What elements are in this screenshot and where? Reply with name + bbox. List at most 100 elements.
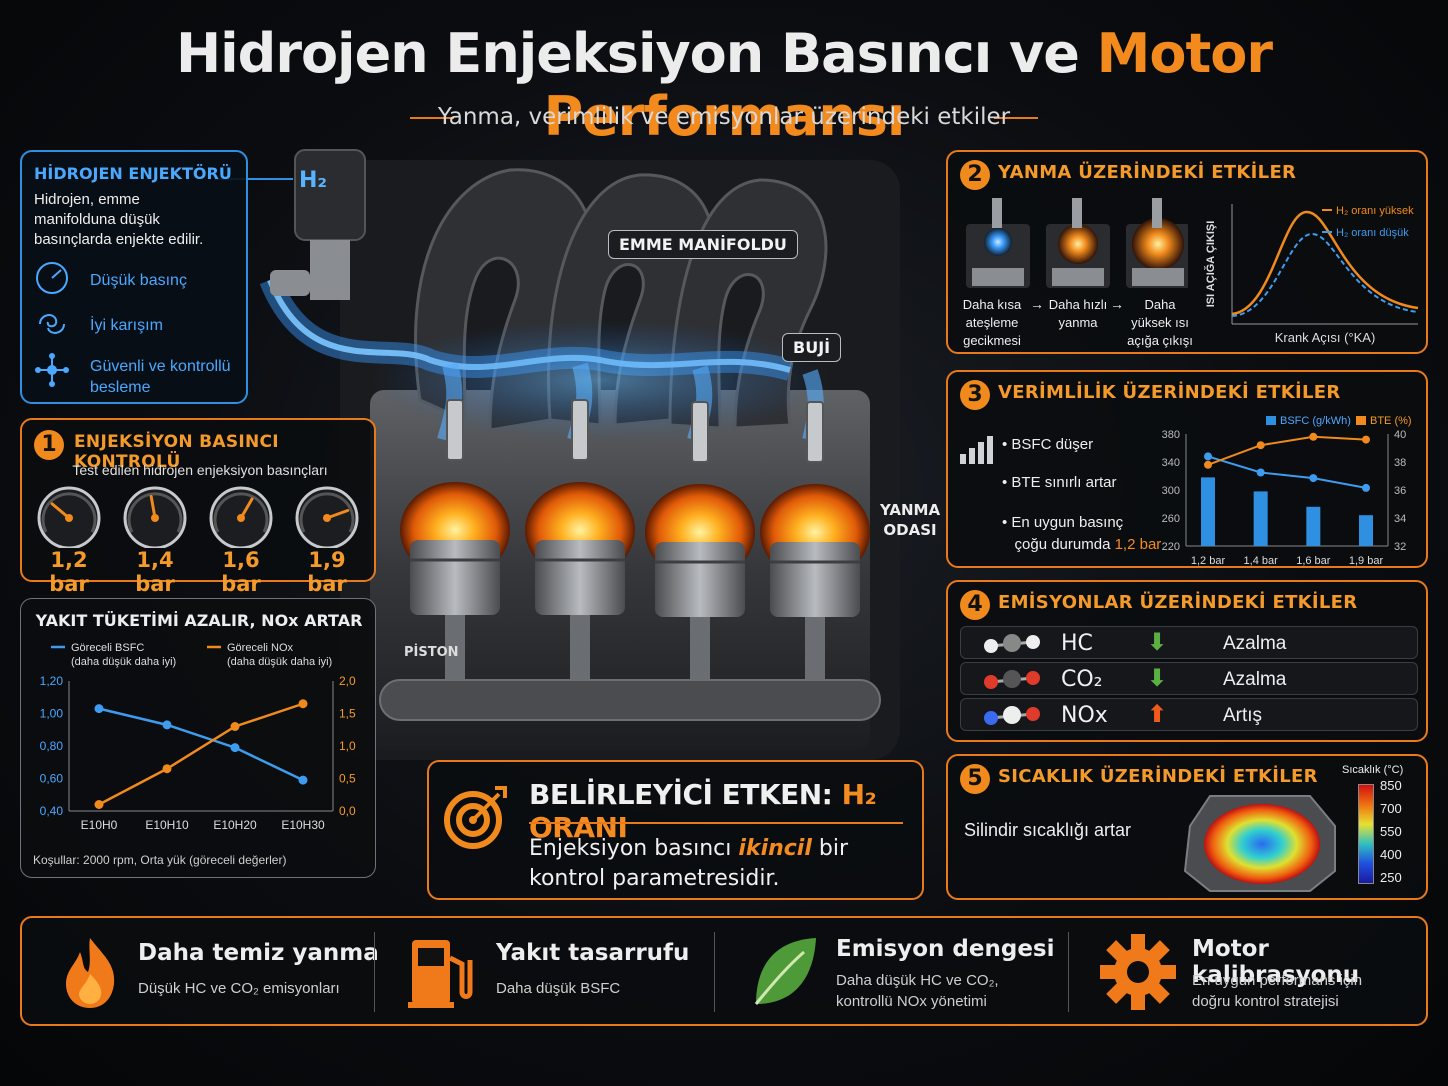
x-tick: E10H30 — [281, 818, 325, 832]
y-axis-label: ISI AÇIĞA ÇIKIŞI — [1204, 221, 1217, 308]
efficiency-bullet-1-text: BSFC düşer — [1011, 436, 1094, 453]
panel-number-1: 1 — [34, 430, 64, 460]
panel-number-5: 5 — [960, 764, 990, 794]
pressure-gauge-icon — [209, 486, 273, 548]
y-tick-right: 40 — [1394, 429, 1406, 441]
series-line-high — [1231, 210, 1419, 316]
summary-2-title: Yakıt tasarrufu — [496, 940, 690, 966]
summary-4-title: Motor kalibrasyonu — [1192, 936, 1360, 988]
key-factor-text-3: bir — [811, 836, 849, 861]
crankshaft — [379, 679, 881, 721]
injector-item-pressure: Düşük basınç — [90, 272, 187, 289]
panel-number-2: 2 — [960, 160, 990, 190]
subtitle-rule — [410, 117, 1038, 119]
data-point — [230, 722, 240, 731]
pressure-panel: 1 ENJEKSİYON BASINCI KONTROLÜ Test edile… — [20, 418, 376, 596]
summary-bar: Daha temiz yanma Düşük HC ve CO₂ emisyon… — [20, 916, 1428, 1026]
legend-label: Göreceli BSFC — [71, 642, 144, 654]
emission-name: NOx — [1061, 703, 1108, 728]
injector-desc: Hidrojen, emme manifolduna düşük basınçl… — [34, 191, 204, 248]
summary-1-title: Daha temiz yanma — [138, 940, 379, 966]
y-tick-right: 1,0 — [339, 739, 356, 753]
y-tick-right: 32 — [1394, 541, 1406, 553]
bar — [1201, 477, 1215, 546]
y-tick-right: 36 — [1394, 485, 1406, 497]
pressure-value: 1,2 bar — [49, 548, 89, 596]
efficiency-bullet-3: • En uygun basınç çoğu durumda 1,2 bar — [1002, 514, 1162, 553]
arrow-down-icon: ⬇ — [1147, 628, 1168, 656]
emission-row: NOx⬆Artış — [960, 698, 1418, 731]
bsfc-nox-chart: Göreceli BSFC(daha düşük daha iyi)Görece… — [40, 642, 356, 832]
molecule-icon — [984, 670, 1040, 689]
combustion-step-1: Daha kısa ateşleme gecikmesi — [962, 297, 1022, 348]
x-tick: 1,6 bar — [1296, 555, 1331, 566]
arrow-right-icon: → — [1030, 296, 1044, 312]
key-factor-text-1: Enjeksiyon basıncı — [529, 836, 739, 861]
emission-row: CO₂⬇Azalma — [960, 662, 1418, 695]
y-tick-right: 1,5 — [339, 707, 356, 721]
data-point — [298, 699, 308, 709]
y-tick-left: 300 — [1162, 485, 1180, 497]
y-tick-left: 380 — [1162, 429, 1180, 441]
key-factor-title-1: BELİRLEYİCİ ETKEN: — [529, 778, 842, 811]
gauge-icon — [36, 262, 68, 294]
emission-name: HC — [1061, 631, 1093, 656]
injector-title: HİDROJEN ENJEKTÖRÜ — [34, 164, 232, 183]
pressure-gauge-icon — [295, 486, 359, 548]
legend-label: H₂ oranı yüksek — [1336, 205, 1414, 217]
network-icon — [35, 353, 69, 387]
legend-label: H₂ oranı düşük — [1336, 227, 1409, 239]
stage-1 — [966, 198, 1030, 288]
title-part2: Motor Performansı — [543, 22, 1273, 148]
x-tick: 1,4 bar — [1244, 555, 1279, 566]
arrow-right-icon: → — [1110, 296, 1124, 312]
pressure-gauge-icon — [123, 486, 187, 548]
y-tick-left: 0,40 — [40, 804, 64, 818]
injector-item-mixing: İyi karışım — [90, 317, 163, 334]
data-point — [1204, 460, 1212, 469]
y-tick-left: 0,80 — [40, 739, 64, 753]
bar — [1359, 515, 1373, 546]
summary-3-title: Emisyon dengesi — [836, 936, 1055, 962]
legend-label: BSFC (g/kWh) — [1280, 415, 1351, 427]
data-point — [162, 764, 172, 774]
summary-3-sub-1: Daha düşük HC ve CO₂, — [836, 972, 999, 989]
data-point — [1362, 483, 1370, 492]
injector-panel: HİDROJEN ENJEKTÖRÜ Hidrojen, emme manifo… — [20, 150, 248, 404]
y-tick-right: 38 — [1394, 457, 1406, 469]
efficiency-bullet-2: • BTE sınırlı artar — [1002, 474, 1117, 491]
panel-number-4: 4 — [960, 590, 990, 620]
key-factor-rule — [529, 822, 903, 824]
hydrogen-injector — [270, 149, 366, 300]
y-tick-right: 0,0 — [339, 804, 356, 818]
efficiency-bullet-1: • BSFC düşer — [1002, 436, 1094, 453]
mix-swirl-icon — [39, 314, 65, 334]
leaf-icon — [754, 938, 816, 1005]
combustion-step-2: Daha hızlı yanma — [1048, 297, 1108, 330]
efficiency-bullet-3-text2: çoğu durumda — [1014, 536, 1115, 553]
legend-swatch — [1266, 416, 1276, 425]
x-tick: E10H10 — [145, 818, 189, 832]
emission-name: CO₂ — [1061, 667, 1103, 692]
emission-effect: Artış — [1223, 705, 1263, 726]
optimal-pressure-value: 1,2 bar — [1114, 536, 1162, 553]
y-tick-left: 340 — [1162, 457, 1180, 469]
target-icon — [444, 786, 507, 849]
molecule-icon — [984, 706, 1040, 725]
data-point — [1309, 474, 1318, 483]
key-factor-title-2: H₂ ORANI — [529, 778, 877, 844]
page-subtitle: Yanma, verimlilik ve emisyonlar üzerinde… — [437, 104, 1011, 130]
spark-plug-label: BUJİ — [782, 333, 842, 362]
piston-label: PİSTON — [404, 645, 459, 660]
legend-note: (daha düşük daha iyi) — [227, 656, 332, 668]
y-tick-left: 0,60 — [40, 772, 64, 786]
series-line — [98, 707, 304, 782]
emission-effect: Azalma — [1223, 633, 1287, 654]
data-point — [1256, 468, 1265, 477]
injector-leader-line — [215, 178, 293, 180]
pistons — [410, 540, 860, 697]
pressure-value: 1,9 bar — [307, 548, 347, 596]
gear-icon — [1100, 934, 1176, 1010]
data-point — [1309, 432, 1318, 441]
summary-3-sub-2: kontrollü NOx yönetimi — [836, 993, 987, 1010]
